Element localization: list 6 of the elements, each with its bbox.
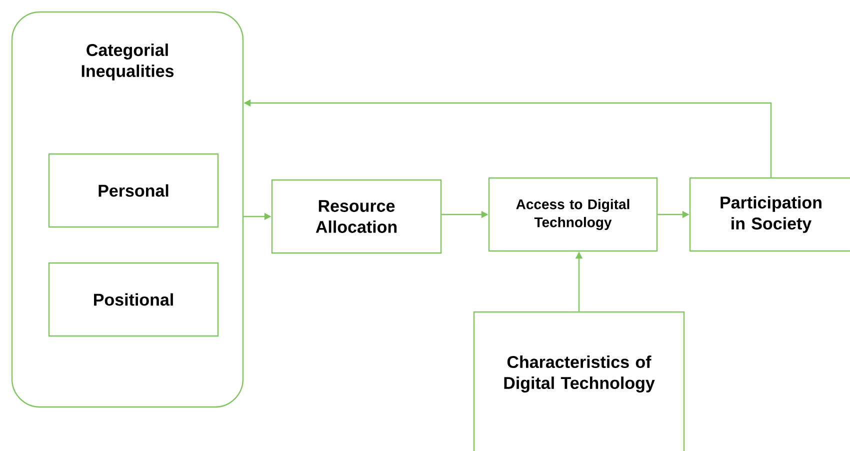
process-box: Access to Digital Technology xyxy=(488,177,658,252)
process-box: Resource Allocation xyxy=(271,179,442,254)
category-box: Positional xyxy=(48,262,219,337)
process-box: Characteristics of Digital Technology xyxy=(473,311,685,451)
category-box: Personal xyxy=(48,153,219,228)
process-box: Participation in Society xyxy=(689,177,850,252)
